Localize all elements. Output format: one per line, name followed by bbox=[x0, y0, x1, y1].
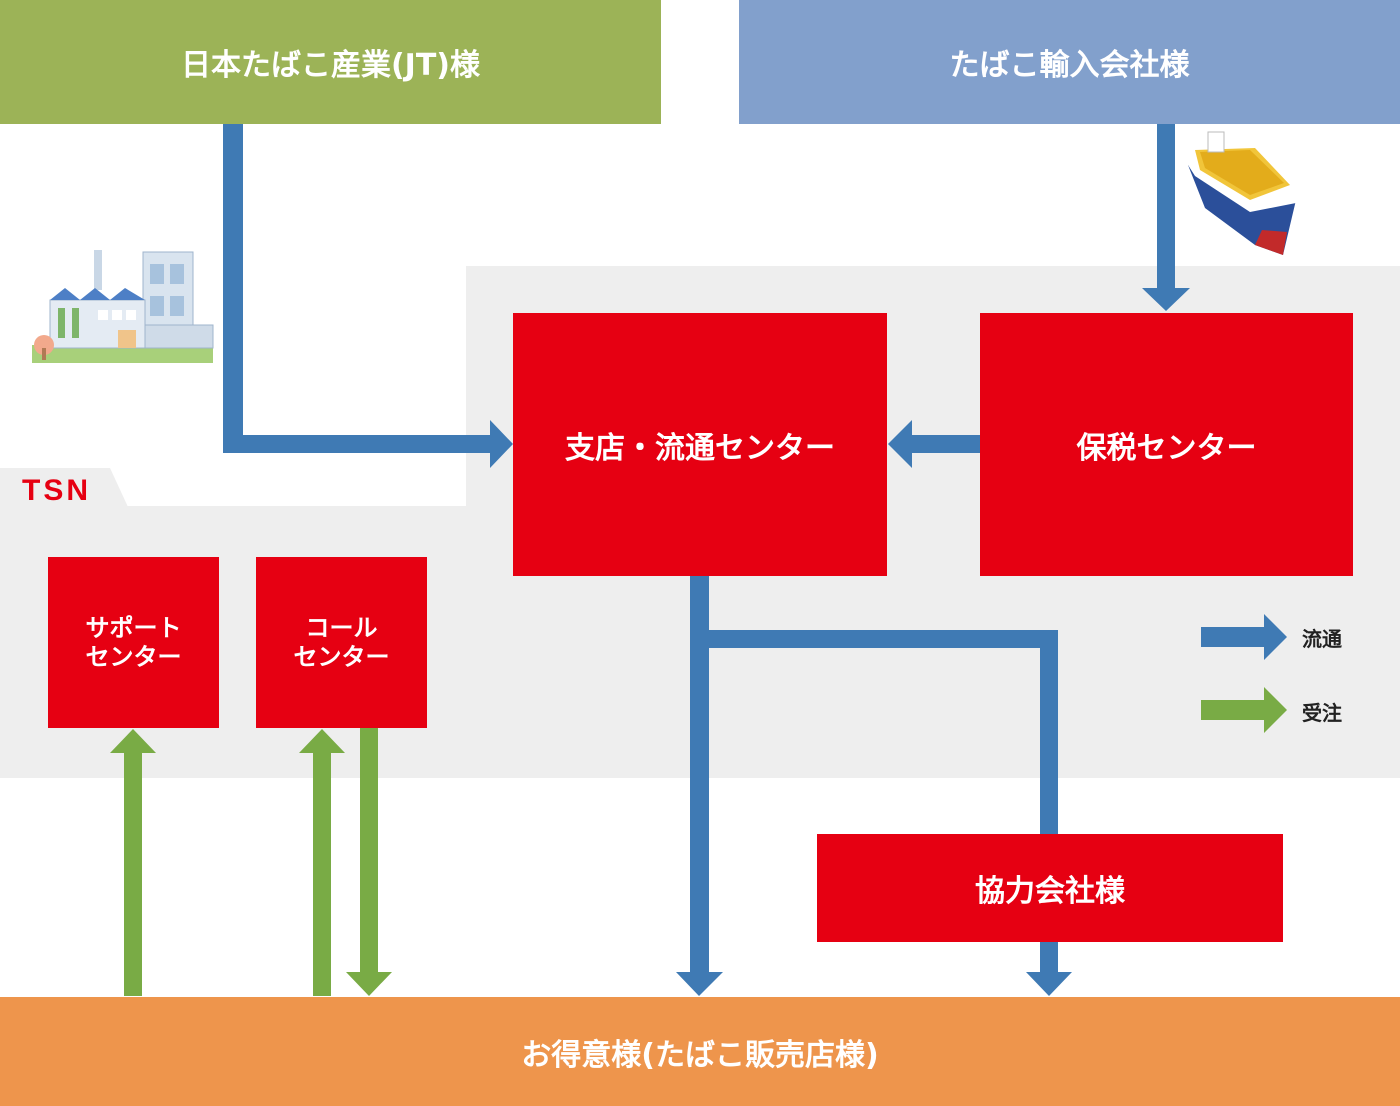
legend-order-arrow bbox=[1201, 687, 1287, 733]
bonded-center: 保税センター bbox=[980, 313, 1353, 576]
support-center: サポート センター bbox=[48, 557, 219, 728]
customers-to-support-arrow bbox=[110, 729, 156, 996]
call-to-customers-arrow bbox=[346, 728, 392, 996]
jt-box: 日本たばこ産業(JT)様 bbox=[0, 0, 661, 124]
bonded-to-branch-arrow bbox=[888, 420, 980, 468]
legend-order-label: 受注 bbox=[1302, 701, 1342, 725]
branch-to-customers-arrow bbox=[676, 576, 723, 996]
partner-to-customers-arrow bbox=[1026, 942, 1072, 996]
partner-companies: 協力会社様 bbox=[817, 834, 1283, 942]
importers-box: たばこ輸入会社様 bbox=[739, 0, 1400, 124]
call-center: コール センター bbox=[256, 557, 427, 728]
customers-to-call-arrow bbox=[299, 729, 345, 996]
legend-flow-arrow bbox=[1201, 614, 1287, 660]
customers-bar: お得意様(たばこ販売店様) bbox=[0, 997, 1400, 1106]
importers-to-bonded-arrow bbox=[1142, 124, 1190, 311]
branch-distribution-center: 支店・流通センター bbox=[513, 313, 887, 576]
legend-flow-label: 流通 bbox=[1302, 627, 1342, 651]
tsn-label: TSN bbox=[22, 474, 91, 507]
